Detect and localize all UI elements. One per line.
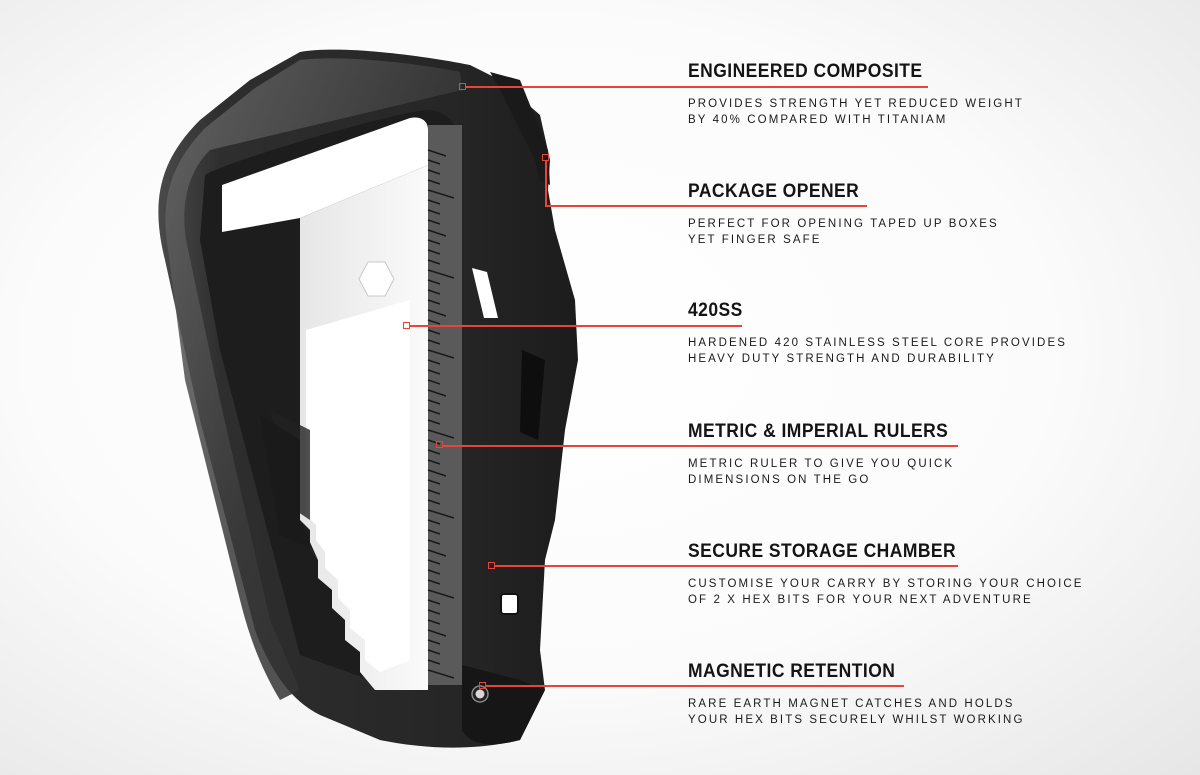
- leader-engineered-composite: [466, 86, 928, 88]
- leader-420ss: [410, 325, 742, 327]
- ruler-ticks: [427, 149, 455, 679]
- feature-title: PACKAGE OPENER: [688, 181, 860, 202]
- feature-secure-storage-chamber: SECURE STORAGE CHAMBER CUSTOMISE YOUR CA…: [688, 541, 1084, 608]
- feature-title: MAGNETIC RETENTION: [688, 661, 896, 682]
- opening-cutout: [222, 117, 428, 232]
- marker-engineered-composite: [459, 83, 466, 90]
- feature-title: 420SS: [688, 300, 743, 321]
- feature-description: HARDENED 420 STAINLESS STEEL CORE PROVID…: [688, 337, 1067, 365]
- package-opener-notch: [490, 72, 550, 185]
- feature-description: CUSTOMISE YOUR CARRY BY STORING YOUR CHO…: [688, 578, 1084, 606]
- feature-description: RARE EARTH MAGNET CATCHES AND HOLDS YOUR…: [688, 698, 1025, 726]
- feature-description: PROVIDES STRENGTH YET REDUCED WEIGHT BY …: [688, 98, 1024, 126]
- feature-package-opener: PACKAGE OPENER PERFECT FOR OPENING TAPED…: [688, 181, 999, 248]
- feature-title: METRIC & IMPERIAL RULERS: [688, 421, 949, 442]
- feature-title: ENGINEERED COMPOSITE: [688, 61, 923, 82]
- leader-storage-chamber: [495, 565, 958, 567]
- marker-storage-chamber: [488, 562, 495, 569]
- marker-420ss: [403, 322, 410, 329]
- feature-engineered-composite: ENGINEERED COMPOSITE PROVIDES STRENGTH Y…: [688, 61, 1024, 128]
- grip-steps: [260, 410, 318, 560]
- storage-window: [500, 593, 519, 615]
- side-slot-lower: [520, 350, 545, 440]
- feature-magnetic-retention: MAGNETIC RETENTION RARE EARTH MAGNET CAT…: [688, 661, 1025, 728]
- feature-420ss: 420SS HARDENED 420 STAINLESS STEEL CORE …: [688, 300, 1067, 367]
- leader-package-opener: [545, 205, 867, 207]
- marker-package-opener: [542, 154, 549, 161]
- side-slot-upper: [472, 268, 498, 318]
- leader-package-opener-vertical: [545, 161, 547, 206]
- feature-metric-imperial-rulers: METRIC & IMPERIAL RULERS METRIC RULER TO…: [688, 421, 971, 488]
- marker-magnetic-retention: [479, 682, 486, 689]
- leader-magnetic-retention: [486, 685, 904, 687]
- marker-rulers: [436, 441, 443, 448]
- feature-description: PERFECT FOR OPENING TAPED UP BOXES YET F…: [688, 218, 999, 246]
- feature-title: SECURE STORAGE CHAMBER: [688, 541, 957, 562]
- hex-bit-hole: [358, 261, 395, 297]
- leader-rulers: [443, 445, 958, 447]
- feature-description: METRIC RULER TO GIVE YOU QUICK DIMENSION…: [688, 458, 955, 486]
